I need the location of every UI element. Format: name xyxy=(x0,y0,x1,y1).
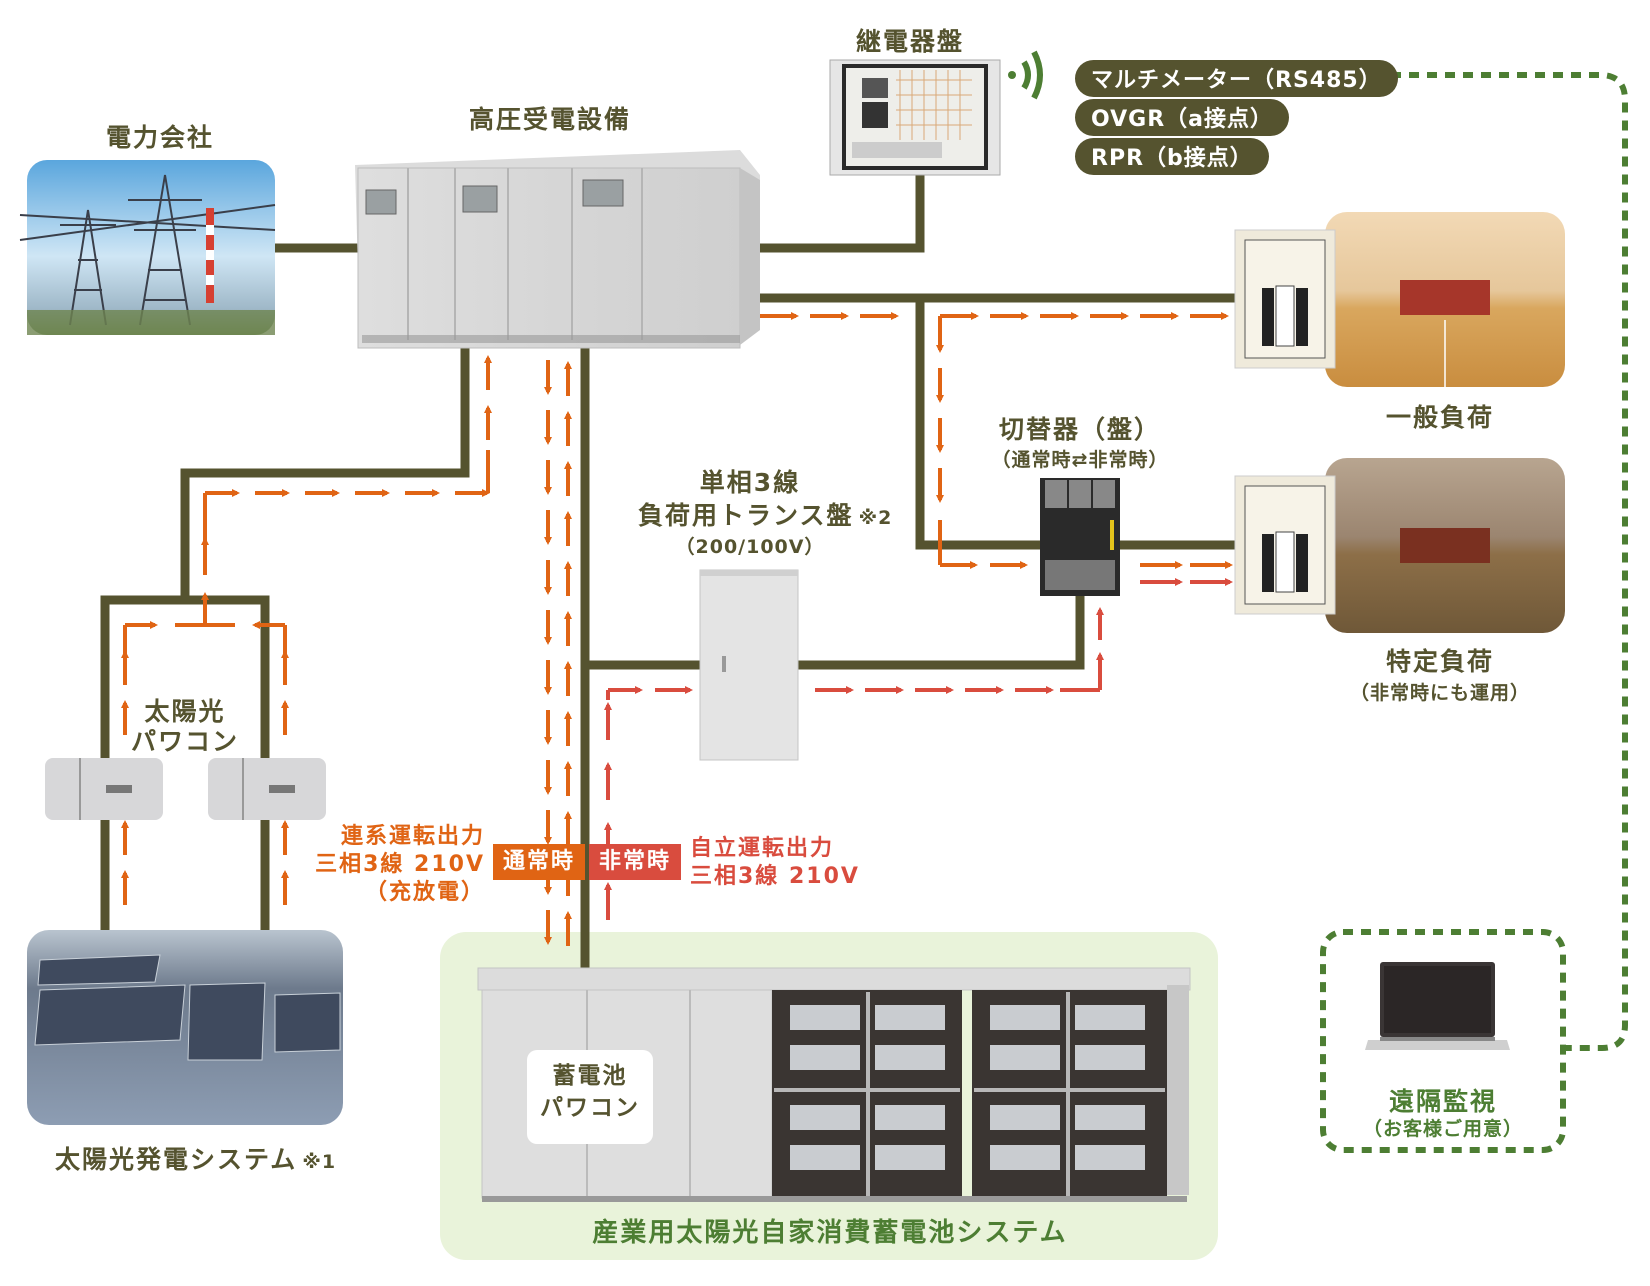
solar-inverter-left xyxy=(45,758,163,820)
relay-panel-image xyxy=(829,59,1001,176)
specific-load-label: 特定負荷 xyxy=(1385,647,1494,676)
signal-multimeter: マルチメーター（RS485） xyxy=(1075,60,1398,97)
grid-tie-line3: （充放電） xyxy=(364,880,485,905)
signal-rpr: RPR（b接点） xyxy=(1075,138,1269,175)
laptop-icon xyxy=(1365,962,1510,1050)
switch-subtitle: （通常時⇄非常時） xyxy=(991,449,1169,471)
hv-cubicle xyxy=(355,150,760,349)
line-to-switch xyxy=(915,293,1245,550)
battery-pcs-label-box: 蓄電池 パワコン xyxy=(527,1050,653,1144)
transformer-line2: 負荷用トランス盤 xyxy=(638,501,854,530)
solar-pcs-line1: 太陽光 xyxy=(144,697,226,726)
emergency-mode-badge: 非常時 xyxy=(589,844,681,880)
transfer-switch-image xyxy=(1040,478,1120,596)
solar-system-note: ※1 xyxy=(302,1151,337,1173)
remote-monitor-label: 遠隔監視 xyxy=(1388,1087,1497,1116)
transformer-cabinet-image xyxy=(699,569,799,761)
general-load-image xyxy=(1234,212,1565,387)
solar-system-label-wrap: 太陽光発電システム ※1 xyxy=(55,1140,336,1176)
solar-panels-photo xyxy=(27,930,343,1125)
utility-photo xyxy=(19,160,276,335)
hv-receiving-label: 高圧受電設備 xyxy=(468,105,631,134)
grid-tie-line1: 連系運転出力 xyxy=(340,824,485,849)
standalone-line2: 三相3線 210V xyxy=(690,864,860,889)
normal-mode-badge: 通常時 xyxy=(493,844,585,880)
line-transformer-switch xyxy=(790,580,1085,670)
utility-label: 電力会社 xyxy=(105,123,214,152)
flow-arrows xyxy=(121,312,1233,946)
wireless-signal-icon xyxy=(1008,50,1043,100)
battery-pcs-line2: パワコン xyxy=(540,1095,640,1121)
relay-panel-label: 継電器盤 xyxy=(855,27,964,56)
transformer-note: ※2 xyxy=(858,507,893,529)
transformer-line1: 単相3線 xyxy=(699,468,801,497)
solar-pcs-line2: パワコン xyxy=(130,727,239,756)
transformer-line2-wrap: 負荷用トランス盤 ※2 xyxy=(638,496,898,532)
specific-load-image xyxy=(1234,458,1565,633)
grid-tie-line2: 三相3線 210V xyxy=(315,852,485,877)
battery-cabinets xyxy=(477,967,1191,1202)
line-hv-solar xyxy=(180,335,470,605)
remote-monitor-subtitle: （お客様ご用意） xyxy=(1362,1118,1523,1140)
switch-title: 切替器（盤） xyxy=(998,415,1161,444)
transformer-line3: （200/100V） xyxy=(675,536,825,558)
bess-system-label: 産業用太陽光自家消費蓄電池システム xyxy=(592,1218,1068,1248)
specific-load-subtitle: （非常時にも運用） xyxy=(1349,682,1530,704)
solar-inverter-right xyxy=(208,758,326,820)
standalone-line1: 自立運転出力 xyxy=(690,836,835,861)
battery-pcs-line1: 蓄電池 xyxy=(552,1063,628,1089)
general-load-label: 一般負荷 xyxy=(1385,403,1494,432)
signal-ovgr: OVGR（a接点） xyxy=(1075,99,1289,136)
comm-dotted-line xyxy=(1320,72,1628,1153)
solar-system-label: 太陽光発電システム xyxy=(55,1145,298,1174)
